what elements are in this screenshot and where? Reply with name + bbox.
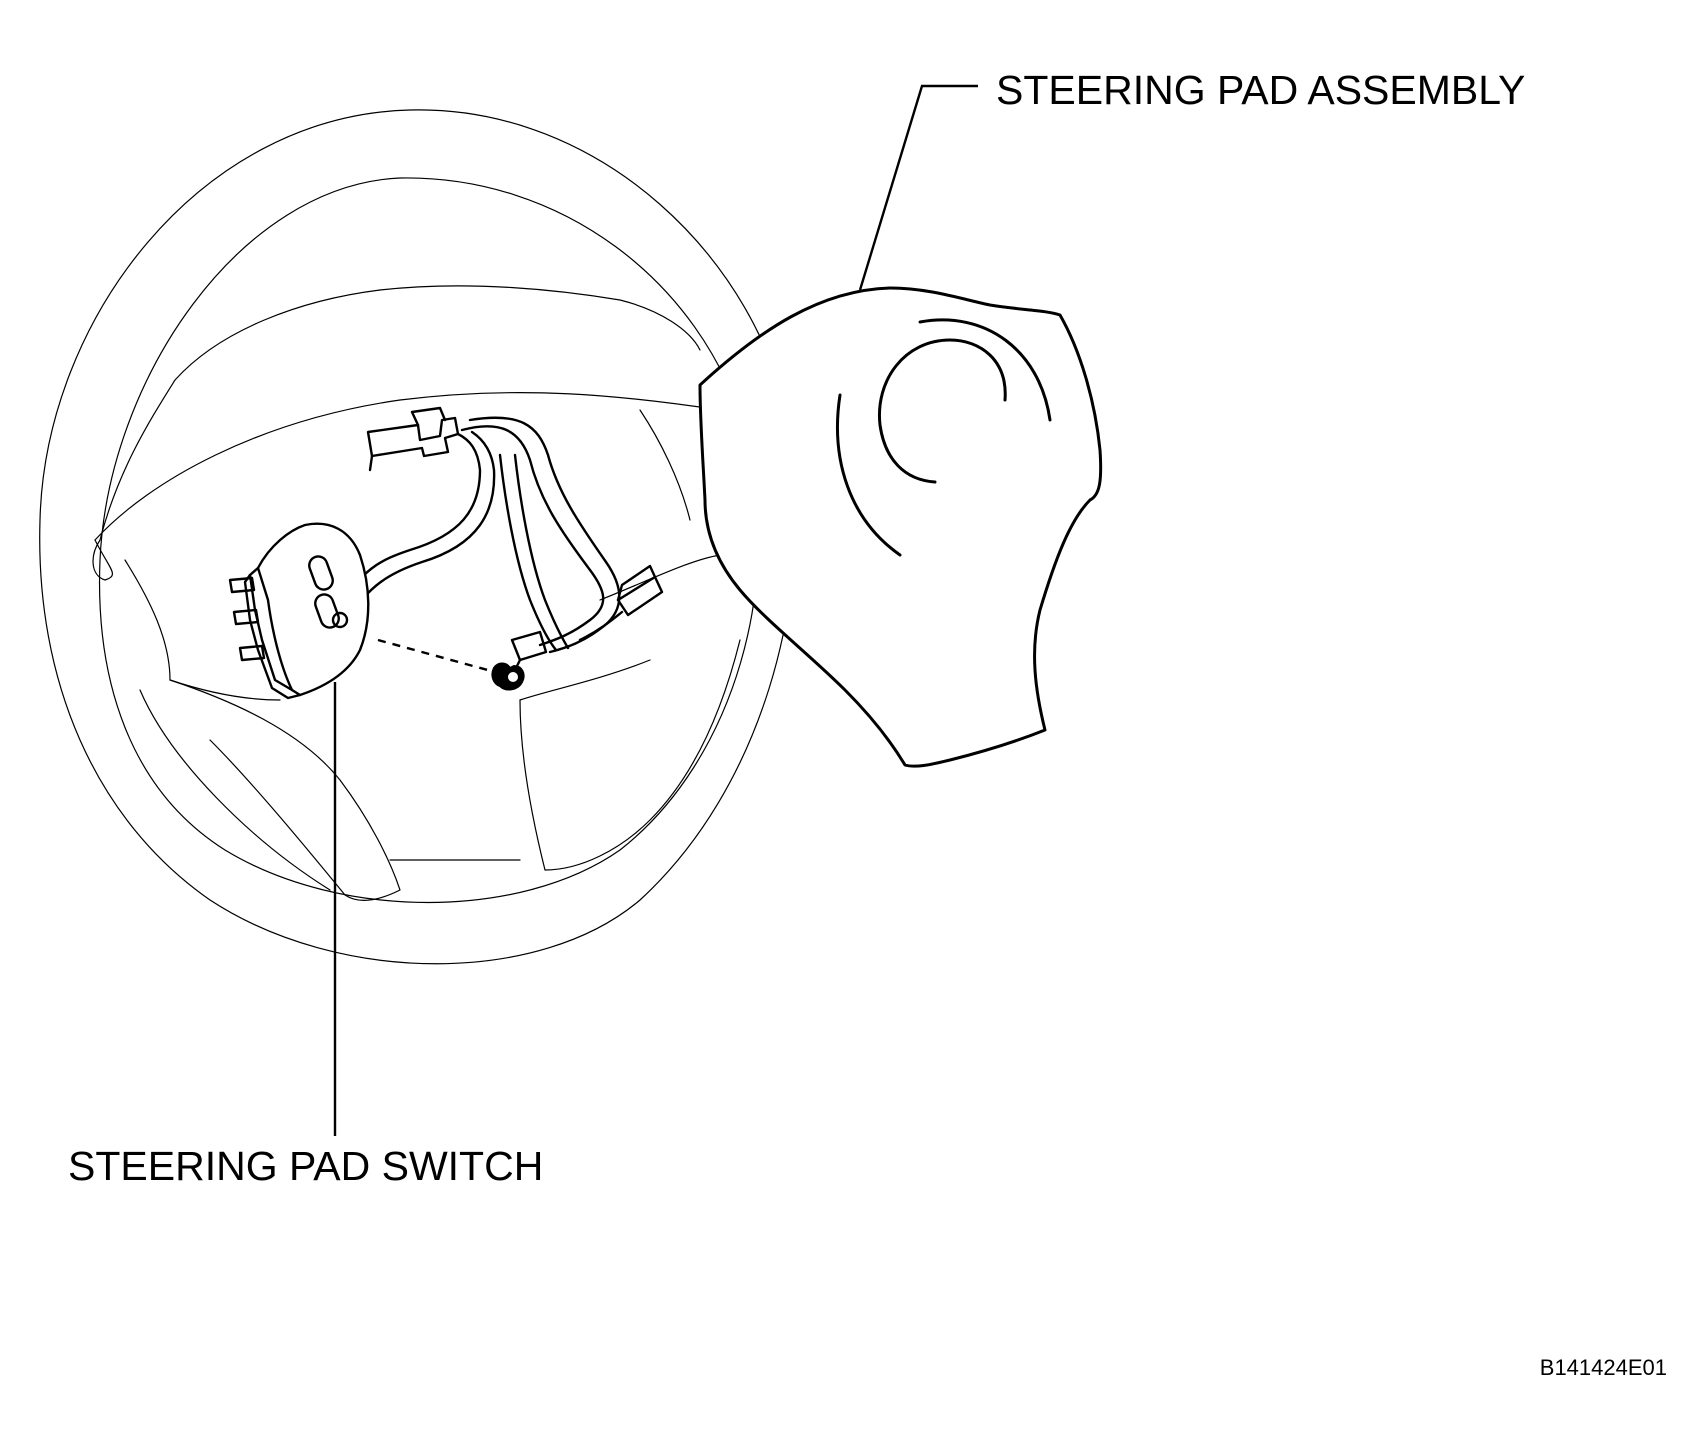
switch-tab-top — [228, 576, 256, 594]
steering-pad-assembly — [698, 286, 1103, 768]
bottom-spoke-inner — [519, 659, 651, 701]
switch-tab-bottom — [238, 644, 266, 662]
left-lower-contour — [139, 689, 331, 891]
screw-installation-line — [377, 638, 496, 674]
harness-cable-left-2 — [346, 430, 496, 622]
steering-pad-assembly-label: STEERING PAD ASSEMBLY — [996, 67, 1525, 113]
harness-cable-loop-2 — [468, 416, 621, 654]
bottom-spoke — [519, 639, 741, 871]
switch-button-lower — [314, 593, 340, 629]
pad-left-arc — [836, 393, 902, 557]
pad-outline — [698, 286, 1103, 768]
pad-upper-arc — [918, 318, 1052, 422]
screw-assembly — [377, 638, 525, 691]
steering-pad-switch — [228, 522, 370, 700]
upper-connector — [366, 416, 460, 458]
hub-right-lower-curve — [599, 554, 721, 601]
hub-upper-edge — [379, 285, 701, 351]
hub-left-spoke-upper — [92, 289, 381, 581]
figure-code: B141424E01 — [1540, 1355, 1667, 1380]
wire-harness — [338, 406, 664, 674]
switch-housing-side — [248, 566, 294, 692]
switch-button-upper — [308, 555, 334, 591]
left-spoke-lower — [124, 559, 281, 701]
hub-top-contour — [94, 391, 721, 541]
steering-wheel — [39, 109, 797, 965]
harness-cable-left — [338, 432, 482, 612]
harness-cable-loop-4 — [513, 453, 570, 650]
switch-housing — [256, 522, 370, 697]
switch-tab-middle — [232, 608, 260, 626]
screw-icon — [491, 662, 525, 691]
steering-wheel-outer-rim — [39, 109, 797, 965]
left-spoke-bottom-edge — [169, 679, 401, 902]
harness-cable-loop — [460, 425, 605, 647]
steering-pad-switch-label: STEERING PAD SWITCH — [68, 1143, 543, 1189]
hub-right-upper-curve — [639, 409, 691, 521]
lower-connector — [510, 630, 548, 662]
steering-wheel-inner-rim — [98, 177, 760, 903]
assembly-leader-line — [858, 84, 978, 291]
pad-emblem-c — [877, 338, 1007, 484]
right-connector — [616, 575, 664, 617]
harness-cable-loop-3 — [498, 453, 558, 652]
switch-button-round — [331, 611, 349, 629]
